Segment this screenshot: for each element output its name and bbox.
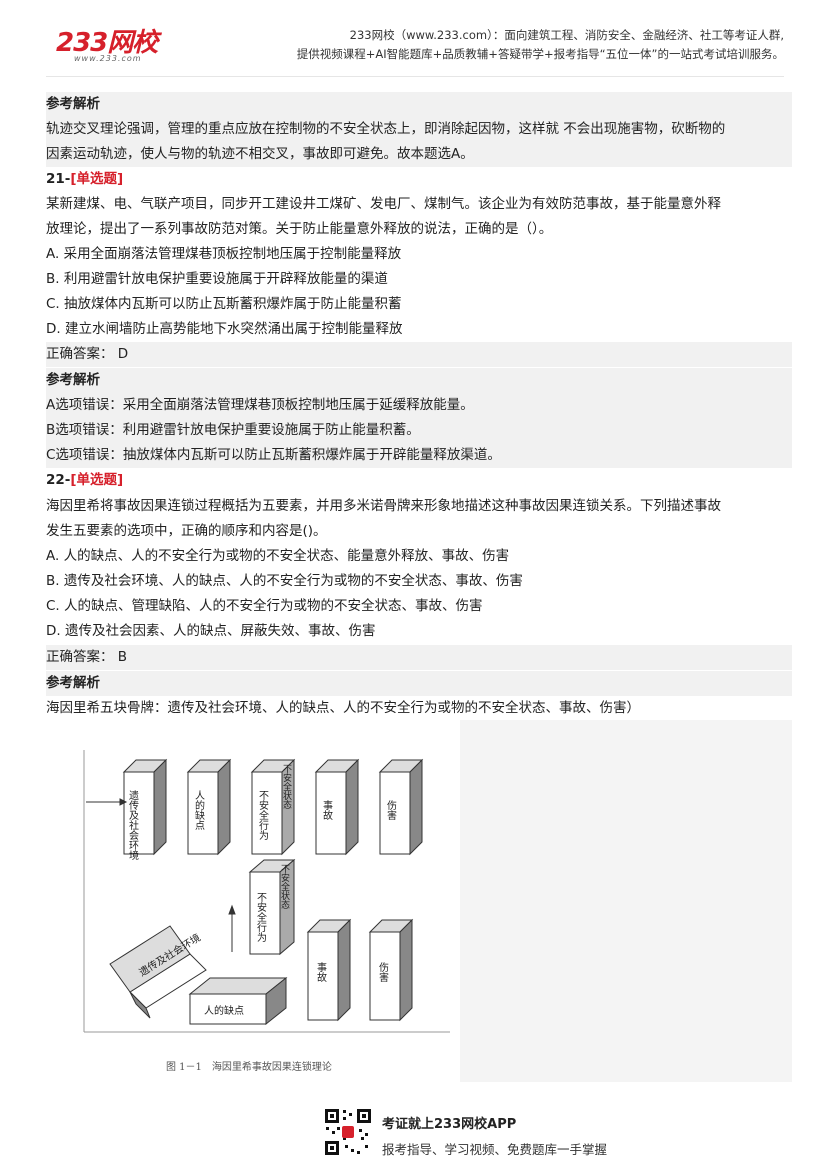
q21-option-a: A. 采用全面崩落法管理煤巷顶板控制地压属于控制能量释放 [46,246,402,262]
qr-code-icon[interactable] [323,1107,373,1157]
header-line-2: 提供视频课程+AI智能题库+品质教辅+答疑带学+报考指导“五位一体”的一站式考试… [296,47,784,61]
figure-image: 遗传及社会环境 人的缺点 不安全行为 不安全状态 事故 伤害 不安全行为 不安全… [80,742,460,1082]
q21-analysis-title: 参考解析 [46,368,792,393]
figure-background [460,720,792,1082]
q21-analysis-c: C选项错误：抽放煤体内瓦斯可以防止瓦斯蓄积爆炸属于开辟能量释放渠道。 [46,443,792,468]
top-block-3-side-label: 不安全状态 [281,764,292,809]
top-block-3-label: 不安全行为 [257,790,269,841]
q21-option-b: B. 利用避雷针放电保护重要设施属于开辟释放能量的渠道 [46,271,388,287]
middle-block-side-label: 不安全状态 [279,864,290,909]
header-divider [46,76,784,77]
bottom-block-1-label: 事故 [315,961,327,983]
q22-stem-line-2: 发生五要素的选项中，正确的顺序和内容是()。 [46,523,327,539]
question-number: 22- [46,472,71,488]
top-block-1 [122,758,168,856]
question-22-header: 22-[单选题] [46,468,792,493]
question-type-tag: [单选题] [70,472,124,488]
domino-figure: 遗传及社会环境 人的缺点 不安全行为 不安全状态 事故 伤害 不安全行为 不安全… [46,720,792,1082]
fallen-block-2-label: 人的缺点 [204,1004,244,1017]
footer-subtitle: 报考指导、学习视频、免费题库一手掌握 [382,1142,608,1157]
page-footer: 考证就上233网校APP 报考指导、学习视频、免费题库一手掌握 [0,1105,830,1165]
fallen-block-2 [188,976,288,1026]
brand-logo[interactable]: 233网校 [56,28,158,58]
top-block-4-label: 事故 [321,799,333,821]
q22-option-a: A. 人的缺点、人的不安全行为或物的不安全状态、能量意外释放、事故、伤害 [46,548,510,564]
question-21-header: 21-[单选题] [46,167,792,192]
q21-answer: 正确答案： D [46,342,792,367]
prev-analysis-line-2: 因素运动轨迹，使人与物的轨迹不相交叉，事故即可避免。故本题选A。 [46,142,792,167]
question-number: 21- [46,171,71,187]
q21-stem-line-2: 放理论，提出了一系列事故防范对策。关于防止能量意外释放的说法，正确的是（）。 [46,221,553,237]
brand-url: www.233.com [74,54,142,63]
middle-block-label: 不安全行为 [255,892,267,943]
middle-block [248,858,296,956]
top-block-3 [250,758,296,856]
footer-title[interactable]: 考证就上233网校APP [382,1117,517,1132]
q22-analysis: 海因里希五块骨牌：遗传及社会环境、人的缺点、人的不安全行为或物的不安全状态、事故… [46,700,640,716]
prev-analysis-line-1: 轨迹交叉理论强调，管理的重点应放在控制物的不安全状态上，即消除起因物，这样就 不… [46,117,792,142]
q22-stem-line-1: 海因里希将事故因果连锁过程概括为五要素，并用多米诺骨牌来形象地描述这种事故因果连… [46,498,721,514]
prev-analysis-title: 参考解析 [46,92,792,117]
figure-caption: 图 1－1 海因里希事故因果连锁理论 [166,1060,332,1073]
top-block-2 [186,758,232,856]
bottom-block-1 [306,918,352,1022]
fallen-block-1 [109,925,207,1019]
q22-option-c: C. 人的缺点、管理缺陷、人的不安全行为或物的不安全状态、事故、伤害 [46,598,483,614]
question-type-tag: [单选题] [70,171,124,187]
q21-analysis-a: A选项错误：采用全面崩落法管理煤巷顶板控制地压属于延缓释放能量。 [46,393,792,418]
top-block-4 [314,758,360,856]
top-block-2-label: 人的缺点 [193,790,205,831]
q21-option-c: C. 抽放煤体内瓦斯可以防止瓦斯蓄积爆炸属于防止能量积蓄 [46,296,402,312]
page-header: 233网校 www.233.com 233网校（www.233.com）：面向建… [46,14,784,77]
header-line-1: 233网校（www.233.com）：面向建筑工程、消防安全、金融经济、社工等考… [349,28,784,42]
domino-diagram: 遗传及社会环境 人的缺点 不安全行为 不安全状态 事故 伤害 不安全行为 不安全… [83,750,450,1073]
q21-option-d: D. 建立水闸墙防止高势能地下水突然涌出属于控制能量释放 [46,321,403,337]
header-description: 233网校（www.233.com）：面向建筑工程、消防安全、金融经济、社工等考… [297,26,784,64]
q22-option-b: B. 遗传及社会环境、人的缺点、人的不安全行为或物的不安全状态、事故、伤害 [46,573,523,589]
q22-answer: 正确答案： B [46,645,792,670]
q21-stem-line-1: 某新建煤、电、气联产项目，同步开工建设井工煤矿、发电厂、煤制气。该企业为有效防范… [46,196,721,212]
top-block-5-label: 伤害 [385,799,397,821]
top-block-1-label: 遗传及社会环境 [127,789,139,861]
q22-option-d: D. 遗传及社会因素、人的缺点、屏蔽失效、事故、伤害 [46,623,376,639]
q22-analysis-title: 参考解析 [46,671,792,696]
bottom-block-2-label: 伤害 [377,961,389,983]
q21-analysis-b: B选项错误：利用避雷针放电保护重要设施属于防止能量积蓄。 [46,418,792,443]
bottom-block-2 [368,918,414,1022]
top-block-5 [378,758,424,856]
